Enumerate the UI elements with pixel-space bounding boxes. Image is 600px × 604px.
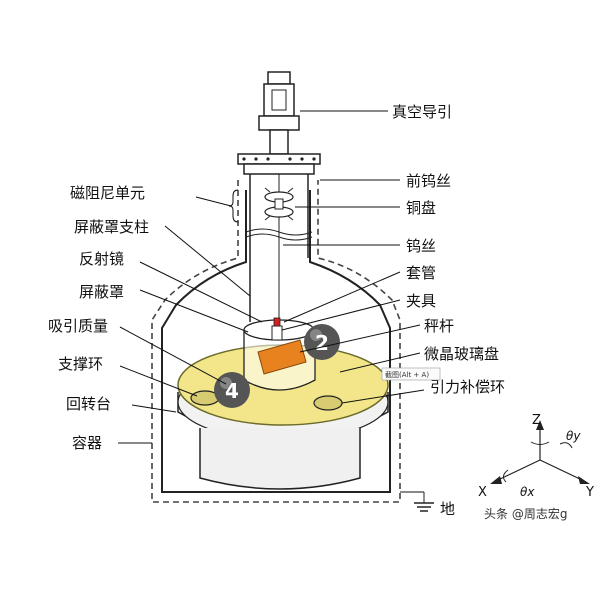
attracting-mass-2: 2 [304, 324, 340, 360]
attracting-mass-4: 4 [214, 372, 250, 408]
axis-label-theta-x: θx [520, 485, 535, 499]
label-attracting-mass: 吸引质量 [48, 317, 108, 335]
label-magnetic-damper: 磁阻尼单元 [70, 184, 145, 202]
suspension-tube [245, 174, 313, 322]
svg-text:4: 4 [225, 379, 239, 403]
svg-text:2: 2 [315, 331, 329, 355]
leader-lines [118, 110, 425, 493]
label-balance-rod: 秤杆 [424, 317, 454, 335]
ground-symbol [414, 492, 434, 512]
watermark: 头条 @周志宏g [484, 506, 567, 521]
label-tungsten-wire: 钨丝 [406, 237, 436, 255]
label-copper-disk: 铜盘 [406, 199, 436, 217]
label-mirror: 反射镜 [79, 250, 124, 268]
label-vacuum-feedthrough: 真空导引 [392, 103, 452, 121]
axis-label-x: X [478, 485, 487, 500]
axis-label-y: Y [585, 485, 594, 500]
label-group: 真空导引 前钨丝 铜盘 钨丝 套管 夹具 秤杆 微晶玻璃盘 引力补偿环 地 磁阻… [48, 103, 505, 518]
label-glass-disk: 微晶玻璃盘 [424, 345, 499, 363]
label-container: 容器 [72, 434, 102, 452]
label-ground: 地 [440, 500, 455, 518]
axis-label-theta-y: θy [566, 429, 581, 443]
label-shield: 屏蔽罩 [79, 283, 124, 301]
axis-label-z: Z [532, 413, 541, 428]
coordinate-axes: Z X Y θy θx [478, 413, 594, 500]
svg-text:截图(Alt + A): 截图(Alt + A) [385, 370, 429, 379]
container-base [199, 428, 361, 490]
label-clamp: 夹具 [406, 292, 436, 310]
label-front-tungsten-wire: 前钨丝 [406, 172, 451, 190]
label-shield-pillar: 屏蔽罩支柱 [74, 218, 149, 236]
vacuum-feedthrough [237, 71, 321, 175]
label-sleeve: 套管 [406, 264, 436, 282]
label-compensation-ring: 引力补偿环 [430, 378, 505, 396]
label-turntable: 回转台 [66, 395, 111, 413]
label-support-ring: 支撑环 [58, 355, 103, 373]
compensation-ring [313, 395, 343, 411]
clamp [257, 317, 307, 375]
screenshot-tooltip: 截图(Alt + A) [381, 367, 441, 381]
magnetic-damper-unit [228, 187, 294, 223]
